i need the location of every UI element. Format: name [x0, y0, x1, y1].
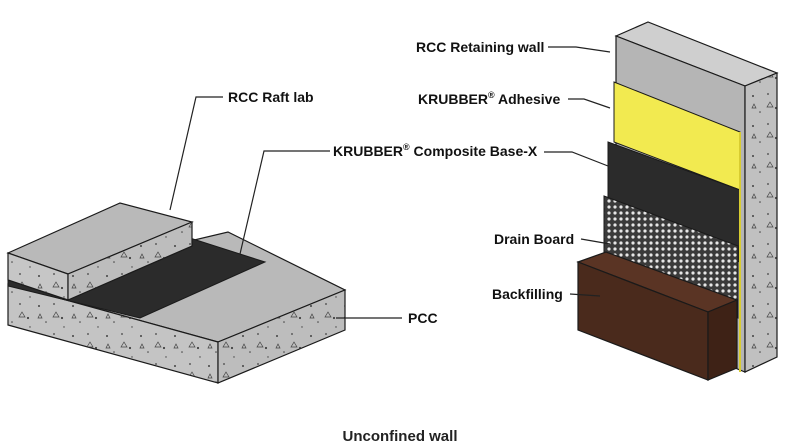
wall-assembly	[576, 21, 779, 381]
diagram-caption: Unconfined wall	[342, 428, 458, 445]
label-raft: RCC Raft lab	[228, 89, 314, 105]
raft-assembly	[6, 202, 347, 384]
label-pcc: PCC	[408, 310, 438, 326]
leader-lines	[169, 46, 611, 319]
label-retaining-wall: RCC Retaining wall	[416, 39, 544, 55]
backfill-side-face	[707, 299, 738, 381]
label-adhesive: KRUBBER® Adhesive	[418, 90, 560, 107]
label-backfilling: Backfilling	[492, 286, 563, 302]
label-composite-base: KRUBBER® Composite Base-X	[333, 142, 538, 159]
label-drain-board: Drain Board	[494, 231, 574, 247]
